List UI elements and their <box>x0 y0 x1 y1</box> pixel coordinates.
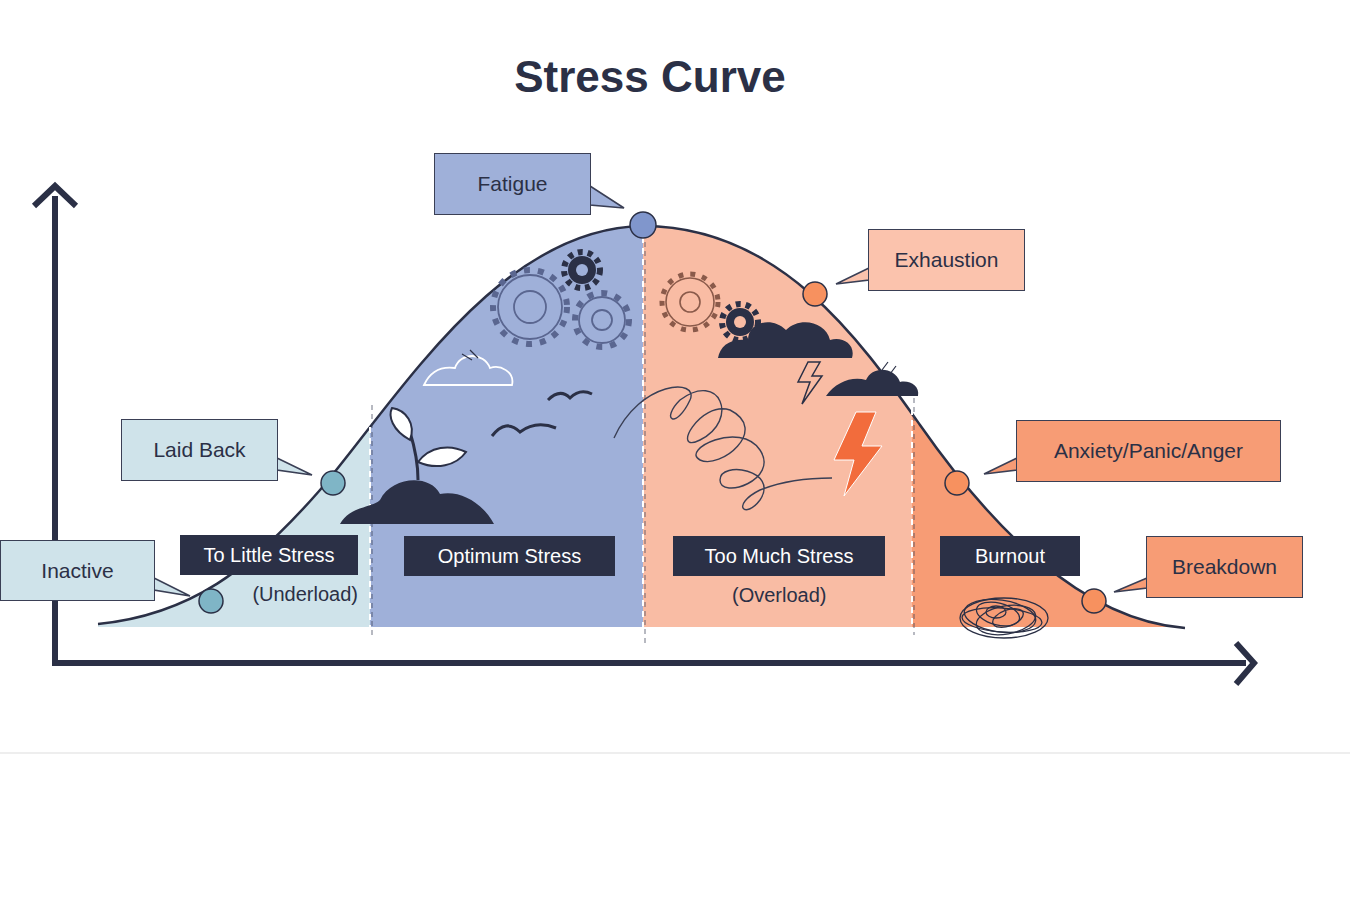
zone-sublabel: (Underload) <box>252 583 358 606</box>
callout-label: Fatigue <box>477 172 547 196</box>
wind-marks <box>882 362 896 374</box>
zone-dividers <box>370 215 912 643</box>
zone-label-box: To Little Stress <box>180 535 358 575</box>
callout-box: Laid Back <box>121 419 278 481</box>
callout-label: Inactive <box>41 559 113 583</box>
zone-bands <box>90 200 1192 628</box>
callout-label: Exhaustion <box>895 248 999 272</box>
gear-icons-overload <box>662 274 758 340</box>
bird-icons <box>492 392 592 436</box>
zone-divider-outlines <box>372 215 914 643</box>
wind-marks <box>462 350 478 360</box>
callout-label: Breakdown <box>1172 555 1277 579</box>
storm-cloud <box>826 370 918 396</box>
page-band <box>0 752 1350 900</box>
callout-label: Anxiety/Panic/Anger <box>1054 439 1243 463</box>
lightning-small <box>798 362 822 404</box>
callout-label: Laid Back <box>153 438 245 462</box>
zone-label-box: Optimum Stress <box>404 536 615 576</box>
tangle-scribble <box>960 595 1048 639</box>
zone-label: To Little Stress(Underload) <box>180 535 358 575</box>
callout-box: Anxiety/Panic/Anger <box>1016 420 1281 482</box>
axis-arrow <box>1236 643 1254 684</box>
storm-cloud <box>718 322 853 358</box>
callout-pointers <box>154 186 1147 596</box>
plant-icon <box>340 408 494 524</box>
zone-label: Optimum Stress <box>404 536 615 576</box>
callout-box: Breakdown <box>1146 536 1303 598</box>
callout-box: Fatigue <box>434 153 591 215</box>
diagram-title: Stress Curve <box>0 52 1300 102</box>
axis-arrow <box>34 186 76 206</box>
gear-icon-dark <box>564 252 600 288</box>
cloud-icon <box>424 356 512 385</box>
lightning-bolt <box>834 412 882 496</box>
gear-icons <box>493 270 629 347</box>
zone-label-box: Too Much Stress <box>673 536 885 576</box>
callout-box: Exhaustion <box>868 229 1025 291</box>
zone-label: Too Much Stress(Overload) <box>673 536 885 576</box>
zone-label-box: Burnout <box>940 536 1080 576</box>
scribble <box>614 387 832 510</box>
zone-label: Burnout <box>940 536 1080 576</box>
callout-box: Inactive <box>0 540 155 601</box>
zone-sublabel: (Overload) <box>732 584 826 607</box>
